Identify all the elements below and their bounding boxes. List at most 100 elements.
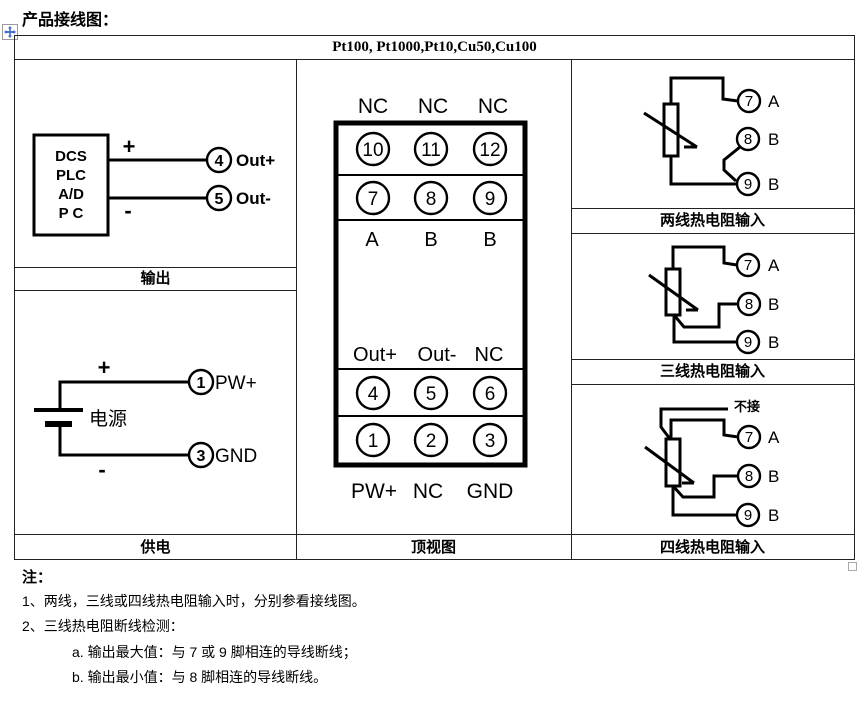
notes-heading: 注：	[22, 569, 53, 586]
pin-a-label: A	[768, 256, 780, 275]
terminal-5: 5	[413, 375, 449, 411]
caption-four-wire: 四线热电阻输入	[659, 539, 765, 556]
nc-label: NC	[478, 95, 508, 118]
caption-power: 供电	[140, 539, 171, 556]
grid-line	[296, 59, 297, 560]
bottom-label: NC	[413, 480, 443, 503]
note-line-2a: a. 输出最大值：与 7 或 9 脚相连的导线断线；	[72, 644, 357, 660]
not-connected-wire	[659, 407, 728, 440]
terminal-3: 3	[472, 422, 508, 458]
wire-to-7	[671, 245, 738, 269]
power-source-label: 电源	[89, 408, 127, 430]
terminal-8: 8	[736, 291, 762, 317]
wire-to-9	[669, 156, 737, 186]
sensor-types-header: Pt100, Pt1000,Pt10,Cu50,Cu100	[332, 39, 537, 55]
svg-text:5: 5	[215, 191, 224, 208]
move-icon	[4, 26, 16, 38]
pin-letter: B	[483, 229, 496, 251]
grid-line	[571, 384, 854, 385]
power-wiring-diagram: + - 电源 1 PW+ 3 GND	[34, 355, 257, 482]
terminal-9: 9	[735, 329, 761, 355]
terminal-7: 7	[736, 424, 762, 450]
pin-b-label: B	[768, 506, 779, 525]
caption-two-wire: 两线热电阻输入	[659, 212, 765, 229]
svg-text:9: 9	[485, 189, 496, 210]
svg-text:4: 4	[368, 384, 379, 405]
device-line: P C	[59, 205, 84, 222]
svg-text:3: 3	[485, 431, 496, 452]
terminal-4: 4	[355, 375, 391, 411]
terminal-5: 5	[205, 184, 233, 212]
grid-line	[571, 359, 854, 360]
terminal-1: 1	[355, 422, 391, 458]
not-connected-label: 不接	[734, 399, 760, 414]
table-resize-handle[interactable]	[848, 562, 857, 571]
rtd-diagonal	[648, 273, 699, 312]
pin-letter: B	[424, 229, 437, 251]
svg-text:1: 1	[197, 375, 206, 392]
terminal-7: 7	[735, 252, 761, 278]
plus-sign: +	[123, 134, 136, 159]
power-minus-wire	[58, 426, 189, 457]
grid-line	[571, 233, 854, 234]
minus-sign: -	[124, 198, 131, 223]
mid-label: Out+	[353, 344, 397, 366]
pin-b-label: B	[768, 130, 779, 149]
svg-text:8: 8	[426, 189, 437, 210]
svg-text:9: 9	[744, 334, 752, 351]
terminal-8: 8	[413, 180, 449, 216]
jumper-8-9	[722, 145, 741, 183]
terminal-4: 4	[205, 146, 233, 174]
terminal-5-label: Out-	[236, 189, 271, 208]
pin-b-label: B	[768, 295, 779, 314]
plus-sign: +	[98, 355, 111, 380]
caption-three-wire: 三线热电阻输入	[659, 363, 765, 380]
grid-line	[15, 290, 296, 291]
terminal-8: 8	[736, 463, 762, 489]
wiring-diagram-table: Pt100, Pt1000,Pt10,Cu50,Cu100 输出 供电 顶视图 …	[14, 35, 855, 560]
terminal-4-label: Out+	[236, 151, 275, 170]
terminal-9: 9	[735, 502, 761, 528]
four-wire-rtd-diagram: 不接 7 A 8 B 9 B	[644, 399, 780, 528]
terminal-9: 9	[735, 171, 761, 197]
grid-line	[15, 267, 296, 268]
pin-a-label: A	[768, 92, 780, 111]
terminal-11: 11	[413, 131, 449, 167]
nc-label: NC	[358, 95, 388, 118]
svg-text:10: 10	[362, 140, 383, 161]
svg-text:7: 7	[744, 257, 752, 274]
note-line-2: 2、三线热电阻断线检测：	[22, 618, 184, 634]
grid-line	[15, 534, 854, 535]
svg-text:7: 7	[745, 93, 753, 110]
pin-a-label: A	[768, 428, 780, 447]
svg-text:9: 9	[744, 176, 752, 193]
svg-text:9: 9	[744, 507, 752, 524]
output-wiring-diagram: DCS PLC A/D P C + - 4 Out+ 5 Out-	[32, 133, 275, 237]
dcs-device-box	[32, 133, 110, 237]
grid-line	[571, 59, 572, 560]
svg-text:3: 3	[197, 448, 206, 465]
grid-line	[571, 208, 854, 209]
three-wire-rtd-diagram: 7 A 8 B 9 B	[648, 245, 780, 355]
svg-text:6: 6	[485, 384, 496, 405]
terminal-1: 1	[187, 368, 215, 396]
module-outline	[333, 120, 528, 468]
two-wire-rtd-diagram: 7 A 8 B 9 B	[643, 76, 780, 197]
note-line-1: 1、两线，三线或四线热电阻输入时，分别参看接线图。	[22, 593, 366, 609]
pin-b-label: B	[768, 333, 779, 352]
terminal-3-label: GND	[215, 446, 257, 467]
terminal-1-label: PW+	[215, 373, 257, 394]
svg-text:12: 12	[479, 140, 500, 161]
pin-letter: A	[365, 229, 379, 251]
terminal-7: 7	[736, 88, 762, 114]
svg-text:5: 5	[426, 384, 437, 405]
device-line: DCS	[55, 148, 87, 165]
nc-label: NC	[418, 95, 448, 118]
device-line: A/D	[58, 186, 84, 203]
terminal-9: 9	[472, 180, 508, 216]
pin-b-label: B	[768, 175, 779, 194]
bottom-label: GND	[467, 480, 514, 503]
wire-to-8	[671, 474, 738, 499]
wire-to-7	[669, 76, 739, 104]
